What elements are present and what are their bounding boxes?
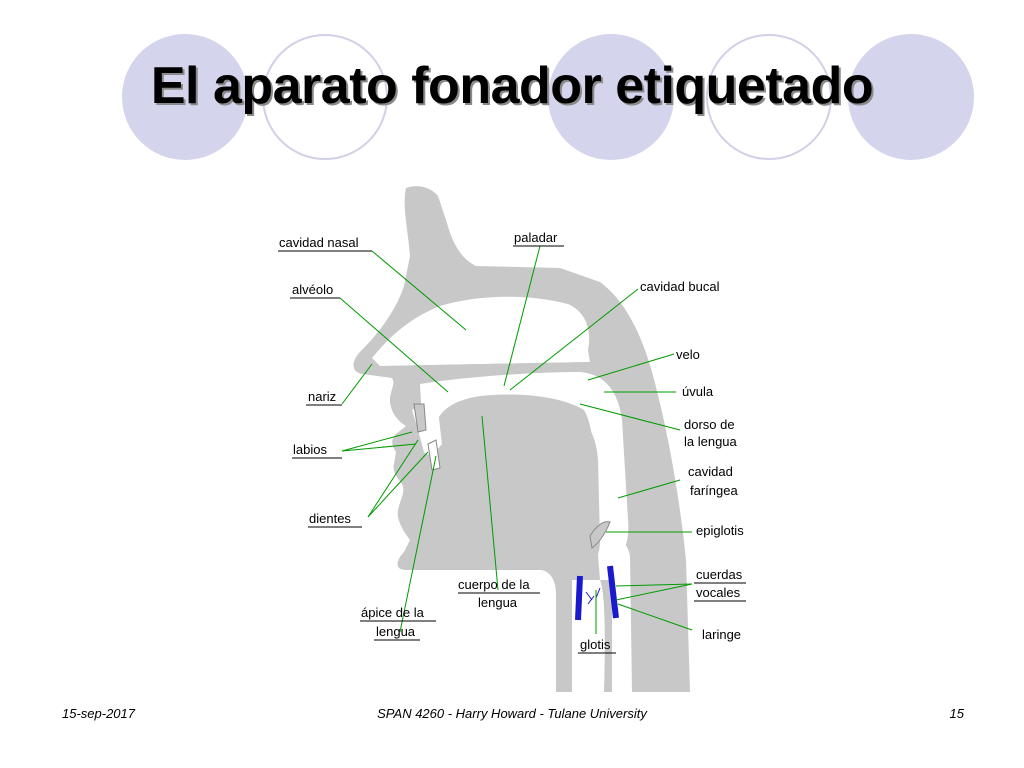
decor-circle-4 [706, 34, 832, 160]
label-faringea-2: faríngea [690, 483, 738, 498]
head-profile [353, 186, 690, 692]
decor-circle-1 [122, 34, 248, 160]
footer-page-number: 15 [949, 706, 964, 721]
label-cavidad-bucal: cavidad bucal [640, 279, 720, 294]
label-cuerdas-2: vocales [696, 585, 741, 600]
label-velo: velo [676, 347, 700, 362]
label-apice-1: ápice de la [361, 605, 425, 620]
upper-tooth [413, 403, 427, 433]
decor-circle-5 [848, 34, 974, 160]
tongue [436, 401, 600, 570]
label-glotis: glotis [580, 637, 611, 652]
vocal-cord-right [607, 565, 619, 619]
label-epiglotis: epiglotis [696, 523, 744, 538]
decor-circle-2 [262, 34, 388, 160]
glottis-marks [585, 587, 601, 605]
label-nariz: nariz [308, 389, 336, 404]
label-paladar: paladar [514, 230, 558, 245]
nasal-cavity [372, 296, 590, 366]
label-cuerdas-1: cuerdas [696, 567, 743, 582]
label-apice-2: lengua [376, 624, 416, 639]
oral-cavity [420, 372, 629, 580]
label-cuerpo-1: cuerpo de la [458, 577, 530, 592]
lower-tooth [427, 439, 441, 471]
label-dientes: dientes [309, 511, 351, 526]
footer-course: SPAN 4260 - Harry Howard - Tulane Univer… [377, 706, 647, 721]
labels: cavidad nasal paladar alvéolo cavidad bu… [278, 230, 746, 654]
leader-lines [339, 245, 693, 634]
slide-title: El aparato fonador etiquetado [150, 57, 874, 115]
footer-date: 15-sep-2017 [62, 706, 135, 721]
decor-circle-3 [548, 34, 674, 160]
esophagus-tube [612, 539, 632, 692]
label-cavidad-nasal: cavidad nasal [279, 235, 359, 250]
label-faringea-1: cavidad [688, 464, 733, 479]
label-dorso-1: dorso de [684, 417, 735, 432]
label-alveolo: alvéolo [292, 282, 333, 297]
label-uvula: úvula [682, 384, 714, 399]
vocal-cord-left [575, 575, 583, 621]
label-laringe: laringe [702, 627, 741, 642]
hard-palate [382, 362, 604, 386]
label-labios: labios [293, 442, 327, 457]
epiglottis [589, 521, 611, 549]
label-cuerpo-2: lengua [478, 595, 518, 610]
label-dorso-2: la lengua [684, 434, 738, 449]
